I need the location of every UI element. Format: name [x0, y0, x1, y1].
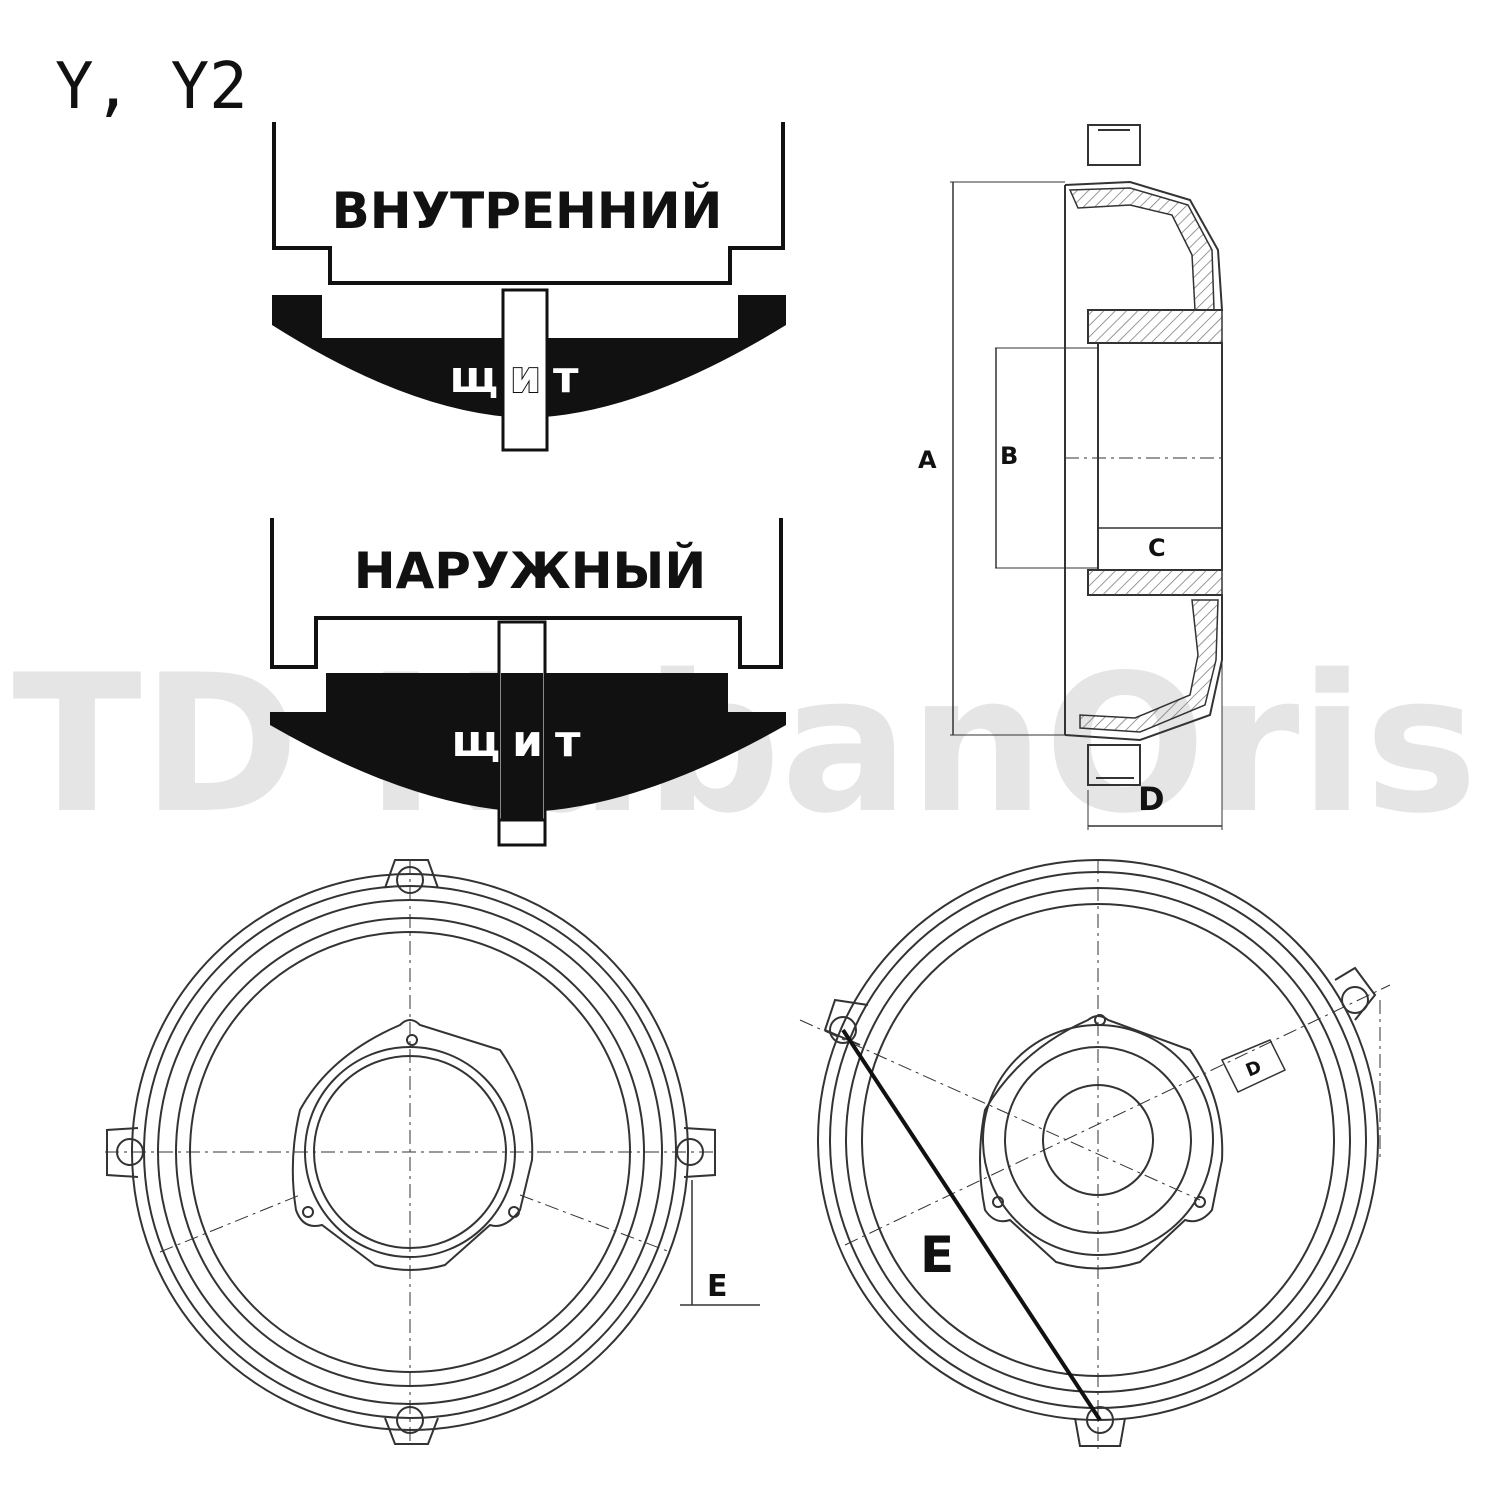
hub-flange [979, 1015, 1224, 1270]
mount-outer-label: НАРУЖНЫЙ [354, 541, 706, 600]
shield-label: щит [452, 716, 593, 767]
front-view [105, 859, 760, 1445]
motor-body-outline [272, 122, 785, 285]
section-view [950, 124, 1225, 830]
shaft-tip [497, 818, 547, 847]
mount-lug [384, 1417, 439, 1445]
hub-flange [291, 1019, 534, 1271]
dimension-d-label: D [1243, 1056, 1265, 1081]
mount-lug [1074, 1417, 1126, 1447]
dimension-e-line [841, 1028, 1102, 1422]
mount-inner-label: ВНУТРЕННИЙ [332, 181, 723, 240]
shield-section-outline [1064, 180, 1224, 742]
dimension-e-label: E [707, 1269, 728, 1304]
hatched-hub-top [1087, 309, 1223, 344]
dimension-c-label: C [1148, 534, 1166, 562]
mount-inner-diagram: ВНУТРЕННИЙ щит [272, 122, 786, 452]
mount-lug [384, 859, 439, 889]
rear-view [799, 859, 1391, 1450]
page-title: Y, Y2 [55, 50, 248, 124]
mount-lug [823, 998, 869, 1046]
shaft [501, 288, 549, 452]
hatched-hub-bottom [1087, 569, 1223, 596]
hatched-wall-bottom [1079, 599, 1219, 733]
shaft-mask [501, 673, 543, 821]
dimension-e-label: E [920, 1226, 954, 1284]
mount-lug [683, 1127, 716, 1178]
dimension-a-label: A [918, 446, 937, 474]
dimension-b-label: B [1000, 442, 1018, 470]
shield-label: щит [450, 352, 591, 403]
motor-body-outline [270, 518, 783, 669]
mount-outer-diagram: НАРУЖНЫЙ щит [270, 518, 786, 847]
dimension-d-label: D [1138, 780, 1165, 818]
